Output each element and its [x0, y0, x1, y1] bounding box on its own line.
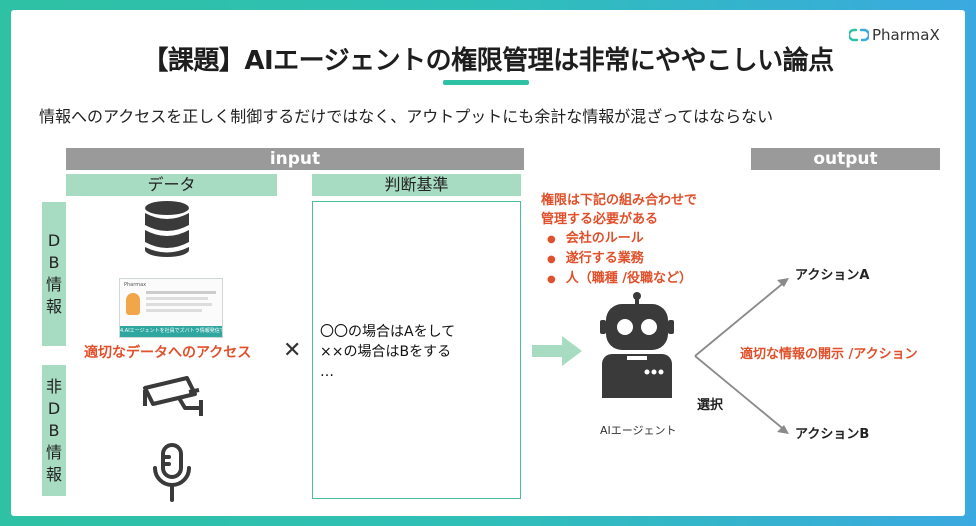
criteria-box — [312, 201, 521, 499]
permission-item: 会社のルール — [547, 229, 697, 249]
thumb-line — [146, 291, 216, 294]
arrow-right-icon — [532, 336, 582, 366]
times-symbol: ✕ — [283, 338, 302, 363]
input-header: input — [66, 148, 524, 170]
criteria-header: 判断基準 — [312, 174, 521, 196]
brand-logo: PharmaX — [849, 26, 940, 44]
vertical-char: 情 — [45, 442, 62, 462]
page-title: 【課題】AIエージェントの権限管理は非常にややこしい論点 — [142, 46, 834, 76]
thumb-line — [146, 309, 202, 312]
vertical-char: 報 — [45, 297, 62, 316]
robot-icon — [600, 292, 674, 398]
permission-heading: 管理する必要がある — [541, 212, 659, 227]
action-a-label: アクションA — [795, 268, 870, 283]
thumbnail-title: Pharmax — [124, 282, 147, 288]
character-icon — [126, 293, 140, 315]
database-icon — [145, 201, 189, 257]
subtitle: 情報へのアクセスを正しく制御するだけではなく、アウトプットにも余計な情報が混ざっ… — [39, 107, 774, 126]
document-thumbnail: Pharmax 4.AIエージェントを社員でズバトラ情報発信で非相 — [119, 278, 223, 338]
output-header: output — [751, 148, 940, 170]
title-underline — [443, 80, 529, 85]
vertical-char: B — [48, 420, 60, 440]
permission-item: 人（職種 /役職など） — [547, 269, 697, 289]
cctv-camera-icon — [143, 376, 203, 416]
vertical-char: D — [47, 231, 61, 250]
branch-arrows — [694, 278, 789, 434]
data-header: データ — [66, 174, 277, 196]
data-access-label: 適切なデータへのアクセス — [84, 345, 252, 361]
pharmax-logo-icon — [849, 28, 869, 42]
microphone-icon — [153, 443, 191, 502]
thumb-line — [146, 297, 208, 300]
criteria-list: 〇〇の場合はAをして ××の場合はBをする … — [320, 322, 455, 382]
vertical-char: 非 — [45, 376, 62, 396]
thumb-line — [146, 303, 212, 306]
brand-name: PharmaX — [872, 26, 940, 44]
action-b-label: アクションB — [795, 427, 870, 442]
vertical-char: 報 — [45, 464, 62, 484]
criteria-line: 〇〇の場合はAをして — [320, 324, 456, 340]
vertical-char: D — [47, 398, 61, 418]
permission-heading: 権限は下記の組み合わせで — [541, 193, 698, 208]
vertical-char: B — [48, 253, 60, 272]
vertical-char: 情 — [45, 275, 62, 294]
agent-label: AIエージェント — [600, 424, 677, 437]
criteria-line: … — [320, 364, 334, 380]
thumbnail-caption: 4.AIエージェントを社員でズバトラ情報発信で非相 — [120, 326, 222, 337]
slide: PharmaX 【課題】AIエージェントの権限管理は非常にややこしい論点 情報へ… — [11, 10, 965, 516]
permission-note: 権限は下記の組み合わせで 管理する必要がある 会社のルール 遂行する業務 人（職… — [541, 191, 697, 289]
criteria-line: ××の場合はBをする — [320, 344, 452, 360]
select-label: 選択 — [697, 398, 724, 413]
disclosure-label: 適切な情報の開示 /アクション — [740, 347, 918, 362]
permission-item: 遂行する業務 — [547, 249, 697, 269]
